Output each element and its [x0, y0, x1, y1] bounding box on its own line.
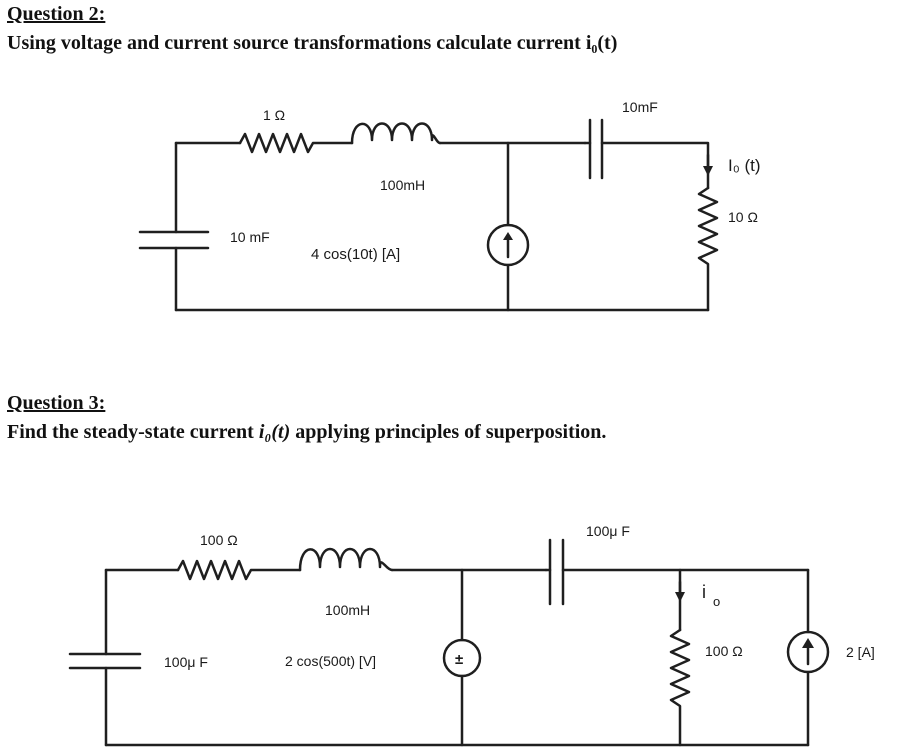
c1-resistor-10ohm	[697, 186, 719, 312]
c1-source-arrowhead	[503, 232, 513, 240]
c1-capacitor-shunt	[138, 230, 210, 250]
question-3-title: Question 3:	[7, 392, 106, 414]
question-3-variable: i₀(t)	[258, 421, 291, 443]
c2-label-io: i	[702, 582, 706, 602]
c2-isource-arrowhead	[802, 638, 814, 648]
question-2-text: Using voltage and current source transfo…	[7, 32, 618, 54]
question-2-title: Question 2:	[7, 3, 106, 25]
c2-plus-minus-icon: ±	[455, 651, 463, 668]
c2-capacitor-series	[548, 538, 565, 606]
circuit-question-3: ± 100 Ω 100μ F 100mH 100μ F 2 cos(500t) …	[68, 523, 875, 747]
c1-label-r-load: 10 Ω	[728, 209, 758, 225]
c2-resistor-load	[669, 628, 691, 747]
c2-current-source	[786, 630, 830, 674]
c2-resistor-100ohm	[176, 559, 302, 581]
c1-capacitor-series	[588, 118, 604, 180]
c2-label-vsource: 2 cos(500t) [V]	[285, 653, 376, 669]
c1-label-c-series: 10mF	[622, 99, 658, 115]
c2-io-arrowhead	[675, 592, 685, 602]
c1-resistor-1ohm	[238, 132, 354, 154]
question-3-text: Find the steady-state current i₀(t) appl…	[7, 421, 606, 444]
c2-label-isource: 2 [A]	[846, 644, 875, 660]
c1-label-source: 4 cos(10t) [A]	[311, 246, 400, 263]
c2-inductor-100mh	[298, 547, 394, 572]
c1-label-io: I₀ (t)	[728, 156, 761, 175]
c1-current-source	[486, 223, 530, 267]
c1-wire-top-right	[583, 141, 710, 190]
c1-label-r1: 1 Ω	[263, 107, 285, 123]
c2-label-c-series: 100μ F	[586, 523, 630, 539]
c2-label-c-shunt: 100μ F	[164, 654, 208, 670]
c2-label-r1: 100 Ω	[200, 532, 238, 548]
c2-label-l1: 100mH	[325, 602, 370, 618]
c1-inductor-100mh	[350, 122, 442, 145]
question-3-text-suffix: applying principles of superposition.	[290, 421, 607, 443]
c1-io-arrowhead	[703, 166, 713, 176]
c2-label-io-sub: o	[713, 594, 720, 609]
c2-voltage-source	[442, 638, 482, 678]
circuit-question-2: 1 Ω 10mF 100mH 10 mF 4 cos(10t) [A] I₀ (…	[138, 99, 761, 312]
c1-label-l1: 100mH	[380, 177, 425, 193]
c1-label-c-shunt: 10 mF	[230, 229, 270, 245]
c2-capacitor-shunt	[68, 652, 142, 670]
c2-label-r-load: 100 Ω	[705, 643, 743, 659]
question-3-text-prefix: Find the steady-state current	[7, 421, 259, 443]
